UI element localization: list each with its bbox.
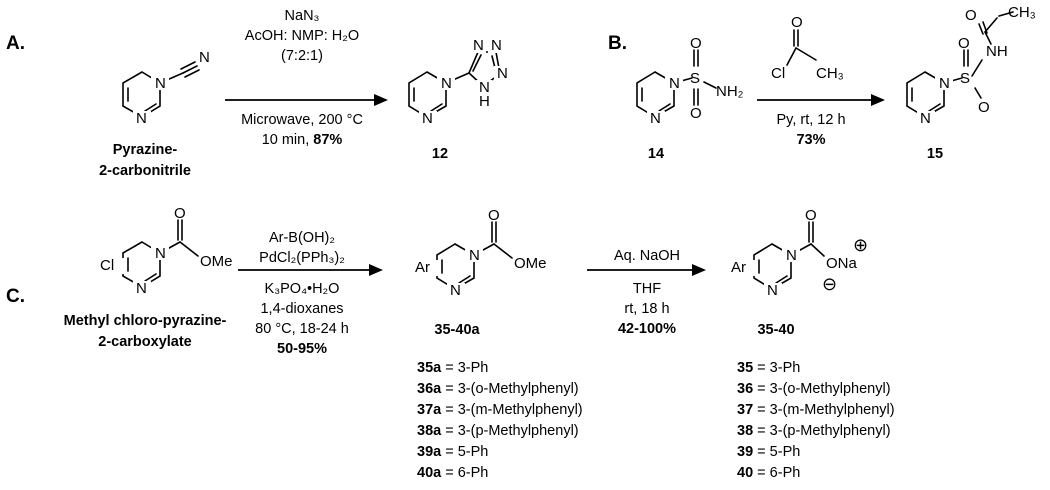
tetrazole-n2: N xyxy=(491,37,502,54)
reaction-arrow-b-head xyxy=(871,94,885,106)
condition-c-2: 1,4-dioxanes xyxy=(260,301,343,317)
tetrazole-n3: N xyxy=(497,65,508,82)
reagent-c-3: Aq. NaOH xyxy=(614,248,680,264)
products-list: 35 = 3-Ph 36 = 3-(o-Methylphenyl) 37 = 3… xyxy=(737,360,895,481)
starting-material-a-name-line1: Pyrazine- xyxy=(113,142,178,158)
ring-nitrogen-top: N xyxy=(155,75,166,92)
nitrile-nitrogen: N xyxy=(199,49,210,66)
start-c-ring-nitrogen-top: N xyxy=(155,245,166,262)
product-12-ring-nitrogen-top: N xyxy=(441,75,452,92)
tetrazole-n1: N xyxy=(473,37,484,54)
product-label-15: 15 xyxy=(927,146,943,162)
panel-label-c: C. xyxy=(6,286,25,307)
reagent-a-3: (7:2:1) xyxy=(281,48,323,64)
condition-a-1: Microwave, 200 °C xyxy=(241,112,363,128)
condition-c-3: 80 °C, 18-24 h xyxy=(255,321,349,337)
carboxylate-negative-charge: ⊖ xyxy=(822,274,837,294)
product-15-ring-nitrogen-top: N xyxy=(939,75,950,92)
intermediate-carbonyl-oxygen: O xyxy=(488,207,500,224)
product-c-carbonyl-oxygen: O xyxy=(805,207,817,224)
intermediate-aryl: Ar xyxy=(415,259,430,276)
list-item: 37 = 3-(m-Methylphenyl) xyxy=(737,402,895,418)
intermediate-ring-nitrogen-bottom: N xyxy=(450,282,461,299)
acetyl-chloride-cl: Cl xyxy=(771,65,785,82)
starting-material-label-14: 14 xyxy=(648,146,664,162)
list-item: 40a = 6-Ph xyxy=(417,465,488,481)
reagent-a-1: NaN₃ xyxy=(285,8,320,24)
intermediate-label: 35-40a xyxy=(434,322,480,338)
product-12-ring-nitrogen-bottom: N xyxy=(422,110,433,127)
tetrazole-n4: N xyxy=(479,79,490,96)
list-item: 35a = 3-Ph xyxy=(417,360,488,376)
sulfonamide-ring-nitrogen-bottom: N xyxy=(650,110,661,127)
condition-b: Py, rt, 12 h xyxy=(776,112,845,128)
panel-label-a: A. xyxy=(6,33,25,54)
tetrazole-nh-hydrogen: H xyxy=(479,93,490,110)
product-c-ona: ONa xyxy=(826,255,858,272)
intermediate-ome: OMe xyxy=(514,255,547,272)
list-item: 38a = 3-(p-Methylphenyl) xyxy=(417,423,579,439)
product-15-ring-nitrogen-bottom: N xyxy=(920,110,931,127)
intermediate-ring-nitrogen-top: N xyxy=(469,247,480,264)
acetyl-chloride-structure xyxy=(786,29,817,66)
starting-material-c-name-line2: 2-carboxylate xyxy=(98,334,192,350)
sulfonyl-sulfur: S xyxy=(690,70,700,87)
start-c-chlorine: Cl xyxy=(100,257,114,274)
acetyl-chloride-ch3: CH₃ xyxy=(816,65,844,82)
list-item: 36a = 3-(o-Methylphenyl) xyxy=(417,381,579,397)
yield-b: 73% xyxy=(796,132,825,148)
list-item: 36 = 3-(o-Methylphenyl) xyxy=(737,381,891,397)
condition-c-5: rt, 18 h xyxy=(624,301,669,317)
list-item: 39 = 5-Ph xyxy=(737,444,800,460)
product-c-aryl: Ar xyxy=(731,259,746,276)
list-item: 38 = 3-(p-Methylphenyl) xyxy=(737,423,891,439)
product-15-nh: NH xyxy=(986,43,1008,60)
acetyl-chloride-oxygen: O xyxy=(791,14,803,31)
product-label-35-40: 35-40 xyxy=(757,322,794,338)
product-label-12: 12 xyxy=(432,146,448,162)
reaction-arrow-a-head xyxy=(374,94,388,106)
product-15-sulfonyl-oxygen-bottom: O xyxy=(978,99,990,116)
product-15-sulfonyl-oxygen-left: O xyxy=(958,35,970,52)
yield-c-2: 42-100% xyxy=(618,321,676,337)
product-c-ring-nitrogen-top: N xyxy=(786,247,797,264)
list-item: 37a = 3-(m-Methylphenyl) xyxy=(417,402,583,418)
product-15-sulfur: S xyxy=(960,70,970,87)
list-item: 35 = 3-Ph xyxy=(737,360,800,376)
condition-c-1: K₃PO₄•H₂O xyxy=(265,281,340,297)
list-item: 39a = 5-Ph xyxy=(417,444,488,460)
reaction-arrow-c2-head xyxy=(692,264,706,276)
starting-material-c-name-line1: Methyl chloro-pyrazine- xyxy=(64,313,227,329)
list-item: 40 = 6-Ph xyxy=(737,465,800,481)
reagent-a-2: AcOH: NMP: H₂O xyxy=(245,28,359,44)
sulfonamide-ring-nitrogen-top: N xyxy=(669,75,680,92)
sulfonamide-nh2: NH₂ xyxy=(716,83,744,100)
product-15-ch3: CH₃ xyxy=(1008,4,1036,21)
product-c-ring-nitrogen-bottom: N xyxy=(767,282,778,299)
start-c-ring-nitrogen-bottom: N xyxy=(136,280,147,297)
start-c-carbonyl-oxygen: O xyxy=(174,205,186,222)
ring-nitrogen-bottom: N xyxy=(136,110,147,127)
product-15-carbonyl-oxygen: O xyxy=(965,7,977,24)
reaction-arrow-c1-head xyxy=(369,264,383,276)
sulfonyl-oxygen-bottom: O xyxy=(690,105,702,122)
start-c-ome: OMe xyxy=(200,253,233,270)
acetyl-sulfonamide-15-structure xyxy=(906,11,1014,118)
panel-label-b: B. xyxy=(608,33,627,54)
condition-c-4: THF xyxy=(633,281,661,297)
sulfonyl-oxygen-top: O xyxy=(690,35,702,52)
reagent-c-2: PdCl₂(PPh₃)₂ xyxy=(259,250,345,266)
reagent-c-1: Ar-B(OH)₂ xyxy=(269,230,335,246)
intermediates-list: 35a = 3-Ph 36a = 3-(o-Methylphenyl) 37a … xyxy=(417,360,583,481)
sodium-positive-charge: ⊕ xyxy=(853,235,868,255)
starting-material-a-name-line2: 2-carbonitrile xyxy=(99,163,191,179)
yield-c-1: 50-95% xyxy=(277,341,327,357)
condition-a-2: 10 min, 87% xyxy=(262,132,343,148)
